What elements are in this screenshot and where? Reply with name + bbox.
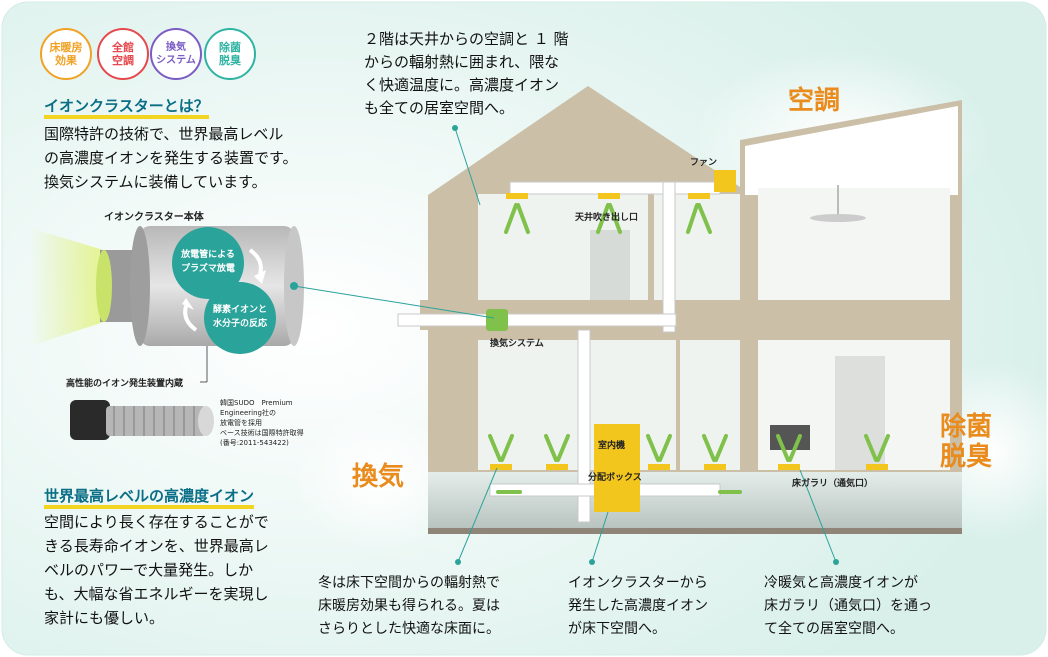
indoor-unit-label: 室内機 (598, 441, 626, 451)
top-note: ２階は天井からの空調と １ 階 からの輻射熱に囲まれ、隈な く快適温度に。高濃度… (364, 30, 569, 117)
badge-sterilize: 除菌 脱臭 (204, 28, 256, 80)
world-heading: 世界最高レベルの高濃度イオン (44, 487, 255, 509)
fan-label: ファン (690, 158, 718, 168)
title-sterilize: 除菌 脱臭 (940, 412, 993, 472)
badge-floor-heating: 床暖房 効果 (40, 28, 92, 80)
title-aircon: 空調 (788, 86, 841, 116)
device-caption: 高性能のイオン発生装置内蔵 (66, 379, 184, 389)
circle-plasma-discharge: 放電管による プラズマ放電 (181, 250, 235, 274)
engineering-note: 韓国SUDO Premium Engineering社の 放電管を採用 ベース技… (220, 399, 304, 447)
ventilation-system-label: 換気システム (490, 339, 544, 349)
note-floor-vent: 冷暖気と高濃度イオンが 床ガラリ（通気口）を通っ て全ての居室空間へ。 (764, 575, 932, 637)
ceiling-outlet-label: 天井吹き出し口 (575, 213, 639, 223)
circle-ion-reaction: 酵素イオンと 水分子の反応 (212, 305, 267, 329)
ion-body: 国際特許の技術で、世界最高レベル の高濃度イオンを発生する装置です。 換気システ… (44, 125, 298, 191)
floor-vent-label: 床ガラリ（通気口） (792, 479, 874, 489)
note-ion-underfloor: イオンクラスターから 発生した高濃度イオン が床下空間へ。 (568, 575, 708, 637)
ion-device-illustration (30, 226, 304, 440)
badge-whole-house-aircon: 全館 空調 (97, 28, 149, 80)
badge-ventilation: 換気 システム (150, 28, 202, 80)
device-title: イオンクラスター本体 (104, 212, 204, 223)
ion-heading: イオンクラスターとは？ (44, 97, 209, 119)
title-ventilation: 換気 (352, 462, 405, 492)
distribution-box-label: 分配ボックス (588, 473, 642, 483)
note-underfloor-heating: 冬は床下空間からの輻射熱で 床暖房効果も得られる。夏は さらりとした快適な床面に… (318, 575, 500, 637)
world-body: 空間により長く存在することがで きる長寿命イオンを、世界最高レ ベルのパワーで大… (44, 513, 269, 627)
